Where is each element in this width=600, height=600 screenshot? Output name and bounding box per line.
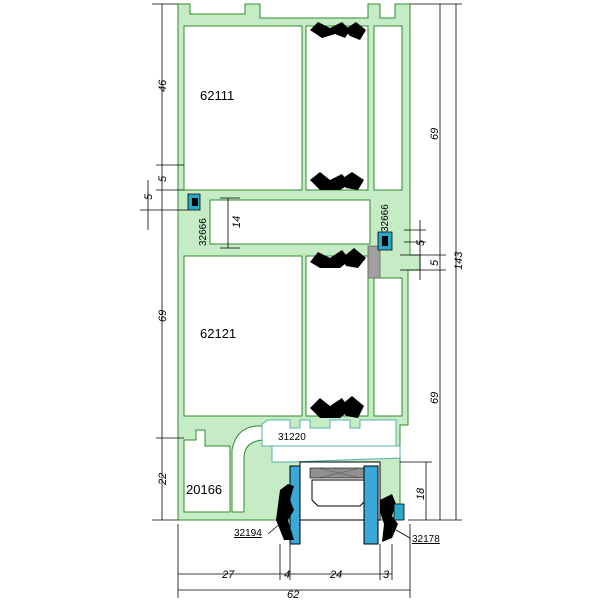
gasket-mid-bottom-1 — [310, 398, 350, 418]
label-20166: 20166 — [186, 482, 222, 497]
dim-bottom-62: 62 — [287, 589, 299, 600]
dim-right-143: 143 — [453, 251, 465, 270]
dim-right-5b: 5 — [429, 259, 441, 266]
upper-chamber — [183, 25, 303, 191]
middle-chamber-right — [373, 277, 403, 417]
gasket-mid-bottom-2 — [340, 396, 364, 418]
glazing-gaskets — [310, 22, 366, 418]
grey-spacer — [367, 245, 381, 279]
dim-left-69: 69 — [157, 310, 169, 322]
dim-bottom-27: 27 — [221, 569, 235, 581]
small-clip — [393, 503, 405, 521]
dim-bottom-24: 24 — [329, 569, 342, 581]
dim-left-46: 46 — [157, 79, 169, 92]
upper-chamber-right — [373, 25, 403, 191]
glass-pane-right — [363, 465, 379, 545]
label-31220: 31220 — [278, 432, 306, 443]
inner-dimension-14: 14 — [220, 197, 243, 249]
label-62121: 62121 — [200, 326, 236, 341]
connector-left-shape — [187, 193, 201, 211]
dim-right-69-lower: 69 — [429, 392, 441, 404]
bottom-dimensions: 27 4 24 3 62 — [177, 524, 411, 600]
gasket-upper-bottom-2 — [340, 172, 364, 190]
gasket-top-2 — [344, 22, 366, 40]
dim-right-5a: 5 — [415, 239, 427, 246]
middle-chamber — [183, 255, 303, 417]
dim-left-5b: 5 — [143, 193, 155, 200]
leader-32194 — [267, 521, 283, 535]
dim-right-69-upper: 69 — [429, 128, 441, 140]
gasket-mid-top-2 — [342, 248, 366, 268]
upper-glass-cavity — [305, 25, 369, 191]
label-32666-left: 32666 — [198, 218, 209, 246]
label-32178: 32178 — [412, 534, 440, 545]
dim-right-18: 18 — [415, 487, 427, 500]
dim-left-5a: 5 — [157, 175, 169, 182]
dim-bottom-3: 3 — [383, 569, 390, 581]
label-62111: 62111 — [200, 88, 234, 103]
label-32666-right: 32666 — [380, 204, 391, 232]
left-dimensions: 46 5 5 69 22 — [140, 3, 188, 521]
connector-right-shape — [377, 231, 393, 251]
glazing-bead-31220 — [261, 419, 401, 463]
sill-chamber — [183, 429, 231, 513]
label-32194: 32194 — [234, 528, 262, 539]
gasket-upper-bottom-1 — [310, 172, 350, 190]
gasket-32178 — [380, 494, 398, 542]
gasket-top-1 — [310, 22, 350, 38]
gasket-32194 — [276, 484, 294, 540]
transom-channel — [209, 199, 371, 245]
gasket-mid-top-1 — [310, 250, 350, 268]
right-dimensions: 69 5 5 69 18 143 — [400, 3, 465, 521]
insulated-glass-area — [305, 25, 369, 417]
dim-bottom-4: 4 — [284, 569, 290, 581]
middle-glass-cavity — [305, 255, 369, 417]
dim-left-22: 22 — [157, 473, 169, 486]
dim-inner-14: 14 — [231, 216, 243, 228]
leader-32178 — [395, 529, 411, 539]
